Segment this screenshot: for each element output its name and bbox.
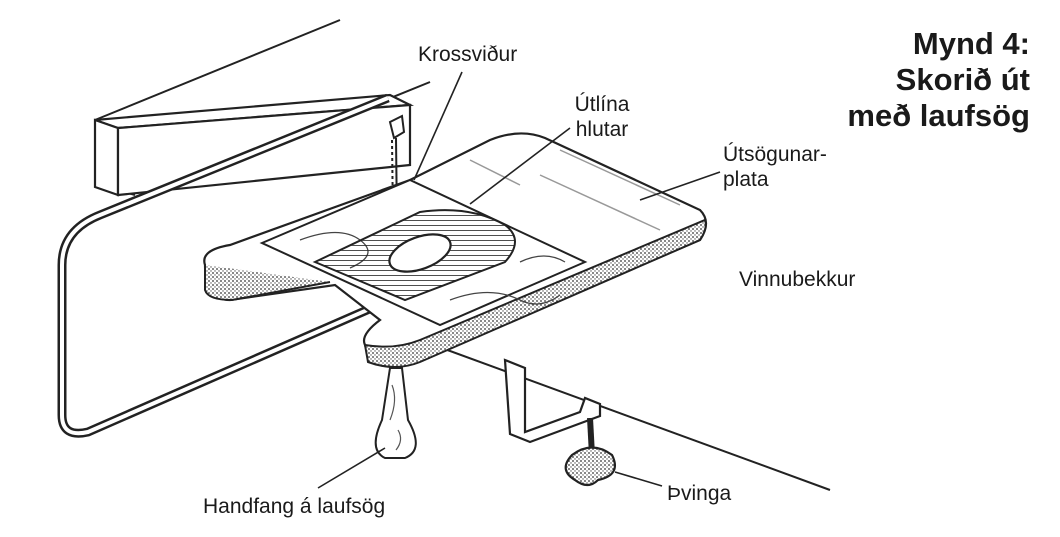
label-utlina-line-1: Útlína: [574, 93, 630, 116]
part-outline: [312, 209, 516, 302]
label-utsogunarplata-line-2: plata: [723, 168, 769, 191]
figure-title-line-3: með laufsög: [847, 98, 1030, 133]
label-utsogunarplata-line-1: Útsögunar-: [723, 143, 827, 166]
label-vinnubekkur: Vinnubekkur: [739, 268, 856, 291]
leader-lines: [317, 71, 721, 489]
jigsaw-handle: [374, 367, 417, 459]
figure-title-line-2: Skorið út: [895, 62, 1030, 97]
figure-title-line-1: Mynd 4:: [912, 26, 1030, 61]
label-utlina-line-2: hlutar: [575, 118, 629, 141]
clamp: [503, 358, 616, 487]
label-handfang: Handfang á laufsög: [203, 495, 386, 518]
jigsaw-frame: [57, 93, 392, 438]
label-thvinga: Þvinga: [667, 482, 732, 505]
label-krossvidur: Krossviður: [418, 43, 518, 66]
